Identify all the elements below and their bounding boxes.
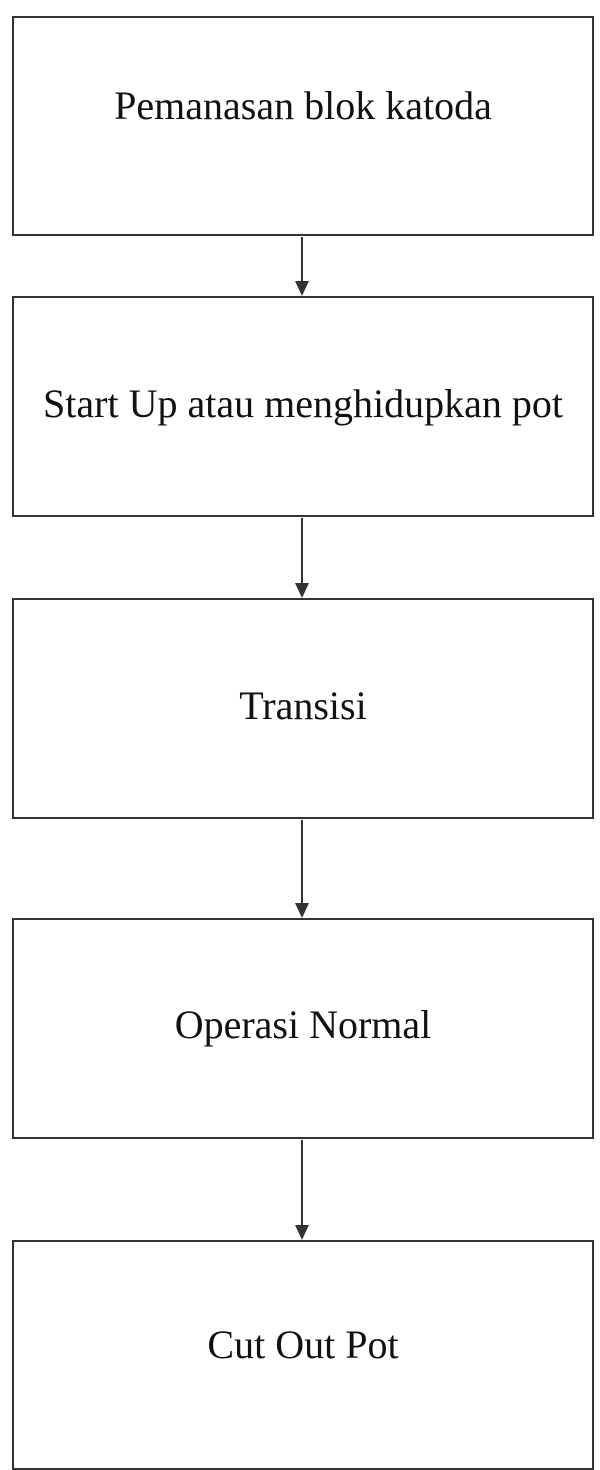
flow-step-5: Cut Out Pot <box>12 1240 594 1470</box>
arrow-2-to-3 <box>295 518 309 598</box>
flow-step-2: Start Up atau menghidupkan pot <box>12 296 594 517</box>
arrow-3-to-4 <box>295 820 309 918</box>
flow-step-1: Pemanasan blok katoda <box>12 16 594 236</box>
flow-step-4-label: Operasi Normal <box>174 1001 432 1047</box>
arrow-4-to-5 <box>295 1140 309 1240</box>
flow-step-1-label: Pemanasan blok katoda <box>114 83 492 128</box>
flow-step-2-label: Start Up atau menghidupkan pot <box>43 380 563 426</box>
flow-step-5-label: Cut Out Pot <box>207 1322 399 1367</box>
flow-step-3: Transisi <box>12 598 594 819</box>
arrow-1-to-2 <box>295 237 309 296</box>
flow-step-4: Operasi Normal <box>12 918 594 1139</box>
flow-step-3-label: Transisi <box>239 682 367 728</box>
